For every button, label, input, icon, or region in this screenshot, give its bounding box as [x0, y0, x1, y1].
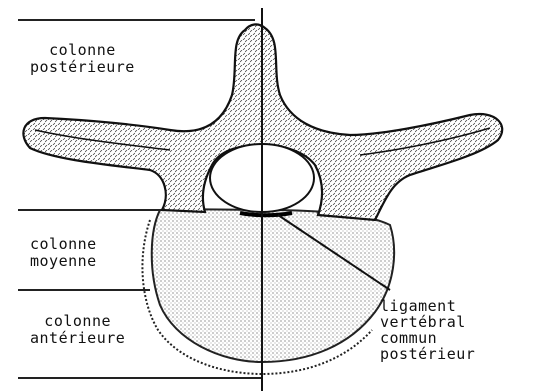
ligament-label-line-1: ligament [380, 298, 475, 314]
middle-column-label: colonne moyenne [30, 236, 97, 270]
middle-column-label-line-1: colonne [30, 236, 97, 253]
posterior-column-label-line-1: colonne [30, 42, 135, 59]
vertebral-body [152, 209, 394, 362]
ligament-label-line-2: vertébral [380, 314, 475, 330]
ligament-label-line-3: commun [380, 330, 475, 346]
anterior-column-label-line-2: antérieure [30, 330, 125, 347]
anterior-column-label-line-1: colonne [30, 313, 125, 330]
anterior-column-label: colonne antérieure [30, 313, 125, 347]
middle-column-label-line-2: moyenne [30, 253, 97, 270]
posterior-column-label-line-2: postérieure [30, 59, 135, 76]
ligament-label-line-4: postérieur [380, 346, 475, 362]
ligament-label: ligament vertébral commun postérieur [380, 298, 475, 362]
posterior-column-label: colonne postérieure [30, 42, 135, 76]
